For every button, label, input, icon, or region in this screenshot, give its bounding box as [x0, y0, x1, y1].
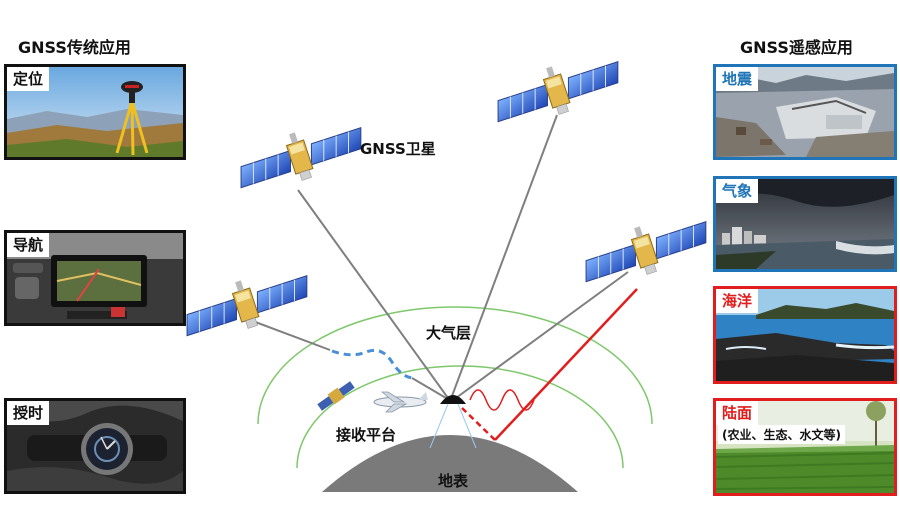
- land-surface-label: 陆面: [716, 401, 759, 425]
- signal-line-1: [297, 189, 449, 399]
- multipath-wave: [469, 389, 535, 411]
- gnss-satellite-4: [574, 205, 717, 294]
- reflection-line: [494, 288, 638, 441]
- small-satellite-platform: [317, 381, 355, 411]
- earthquake-label: 地震: [716, 67, 759, 91]
- signal-line-2: [451, 114, 558, 397]
- surface-label: 地表: [438, 472, 469, 490]
- panel-timing[interactable]: 授时: [4, 398, 186, 494]
- navigation-label: 导航: [7, 233, 50, 257]
- right-section-title: GNSS遥感应用: [740, 38, 853, 57]
- signal-line-3: [455, 271, 629, 399]
- navigation-photo: [7, 233, 183, 323]
- panel-weather[interactable]: 气象: [713, 176, 897, 272]
- atmosphere-outer-arc: [257, 306, 653, 425]
- positioning-label: 定位: [7, 67, 50, 91]
- panel-positioning[interactable]: 定位: [4, 64, 186, 160]
- land-surface-sublabel: (农业、生态、水文等): [718, 425, 845, 444]
- panel-navigation[interactable]: 导航: [4, 230, 186, 326]
- panel-ocean[interactable]: 海洋: [713, 286, 897, 384]
- platform-label: 接收平台: [336, 426, 396, 444]
- panel-earthquake[interactable]: 地震: [713, 64, 897, 160]
- signal-line-4: [249, 319, 331, 351]
- ocean-label: 海洋: [716, 289, 759, 313]
- weather-photo: [716, 179, 894, 269]
- atmosphere-inner-arc: [296, 365, 624, 469]
- receiver-dome: [440, 395, 466, 404]
- weather-label: 气象: [716, 179, 759, 203]
- reflection-dashed: [461, 407, 496, 441]
- panel-land-surface[interactable]: 陆面 (农业、生态、水文等): [713, 398, 897, 496]
- atmosphere-label: 大气层: [426, 324, 471, 342]
- gnss-satellite-2: [486, 45, 629, 134]
- atmospheric-delay-path: [331, 348, 415, 380]
- gnss-satellite-3: [175, 259, 318, 348]
- satellite-label: GNSS卫星: [360, 140, 436, 158]
- gnss-satellite-1: [229, 111, 372, 200]
- airplane-platform: [373, 391, 428, 413]
- left-section-title: GNSS传统应用: [18, 38, 131, 57]
- earth-surface: [322, 435, 578, 492]
- timing-label: 授时: [7, 401, 50, 425]
